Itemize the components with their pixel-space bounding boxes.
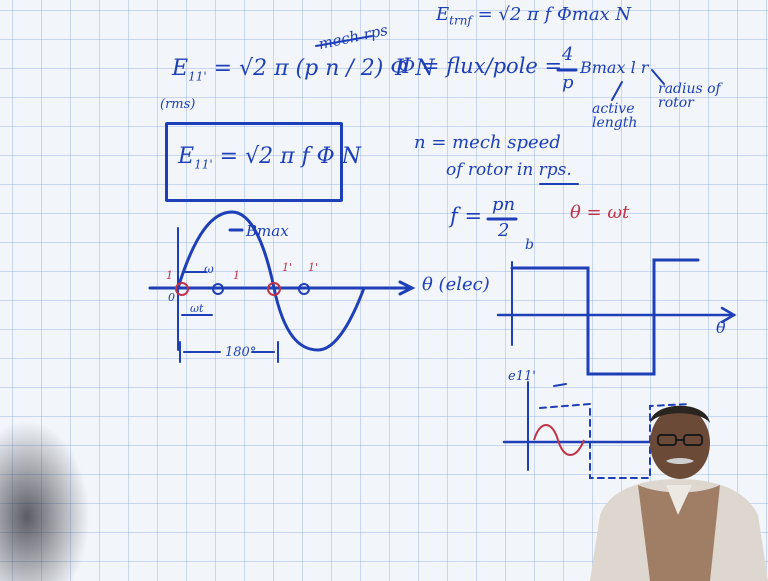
origin-label: 0 [168,291,175,304]
boxed-emf-symbol: E [178,144,195,169]
flux-per-pole-definition: Φ = flux/pole = [398,54,563,78]
phi-fraction-numerator: 4 [562,44,574,65]
emf-rhs: = √2 π f Φmax N [477,4,632,25]
main-emf-subscript: 11' [188,69,207,84]
coil-mark-1b: 1 [233,269,240,282]
boxed-equation-frame [165,122,343,202]
theta-right-axis-label: θ [716,318,726,337]
omega-label: ω [204,262,214,276]
emf-symbol: E [436,4,450,25]
theta-elec-label: θ (elec) [422,274,490,295]
mech-rps-underline [315,35,373,47]
emf-peak-tick [553,383,567,387]
frequency-denominator: 2 [498,220,510,241]
flux-density-sinusoid [176,210,366,352]
theta-omega-t: θ = ωt [570,202,630,223]
left-theta-arrowhead [398,280,416,296]
main-emf-rhs: = √2 π (p n / 2) Φ N [213,56,435,81]
emf-subscript: trnf [449,13,472,28]
boxed-emf-subscript: 11' [194,157,213,172]
origin-coil-marker [175,282,189,296]
radius-arrow [651,69,665,85]
speed-definition-line1: n = mech speed [414,132,561,153]
coil-1prime-marker [267,282,281,296]
main-emf-symbol: E [172,56,189,81]
frequency-lhs: f = [450,204,483,228]
coil-side-marker [212,283,224,295]
main-emf-equation: E11' = √2 π (p n / 2) Φ N [172,56,435,84]
lecturer-image [590,405,768,581]
coil-mark-1prime-b: 1' [308,261,319,274]
active-length-note: active length [592,101,638,131]
active-length-arrow [611,81,623,101]
frequency-numerator: pn [492,194,516,215]
radius-of-rotor-note: radius of rotor [658,81,721,111]
square-wave-flux [510,258,700,376]
emf-red-sketch [533,424,585,456]
angle-180-label: 180° [225,345,257,360]
rms-note: (rms) [160,97,196,112]
coil-side-marker-2 [298,283,310,295]
hand-shadow [0,420,90,581]
speed-definition-line2: of rotor in rps. [446,160,572,180]
boxed-emf-rhs: = √2 π f Φ N [219,144,361,169]
omega-t-label: ωt [190,302,204,315]
transformer-emf-equation: Etrnf = √2 π f Φmax N [436,6,631,27]
coil-mark-1prime-a: 1' [282,261,293,274]
e11-label: e11' [508,369,536,384]
boxed-emf-equation: E11' = √2 π f Φ N [178,144,361,172]
phi-fraction-denominator: p [562,72,574,93]
b-axis-label: b [525,237,534,253]
right-theta-arrowhead [720,306,737,324]
coil-mark-1a: 1 [166,269,173,282]
phi-rest: Bmax l r [580,58,649,77]
emf-waveform [539,402,691,479]
